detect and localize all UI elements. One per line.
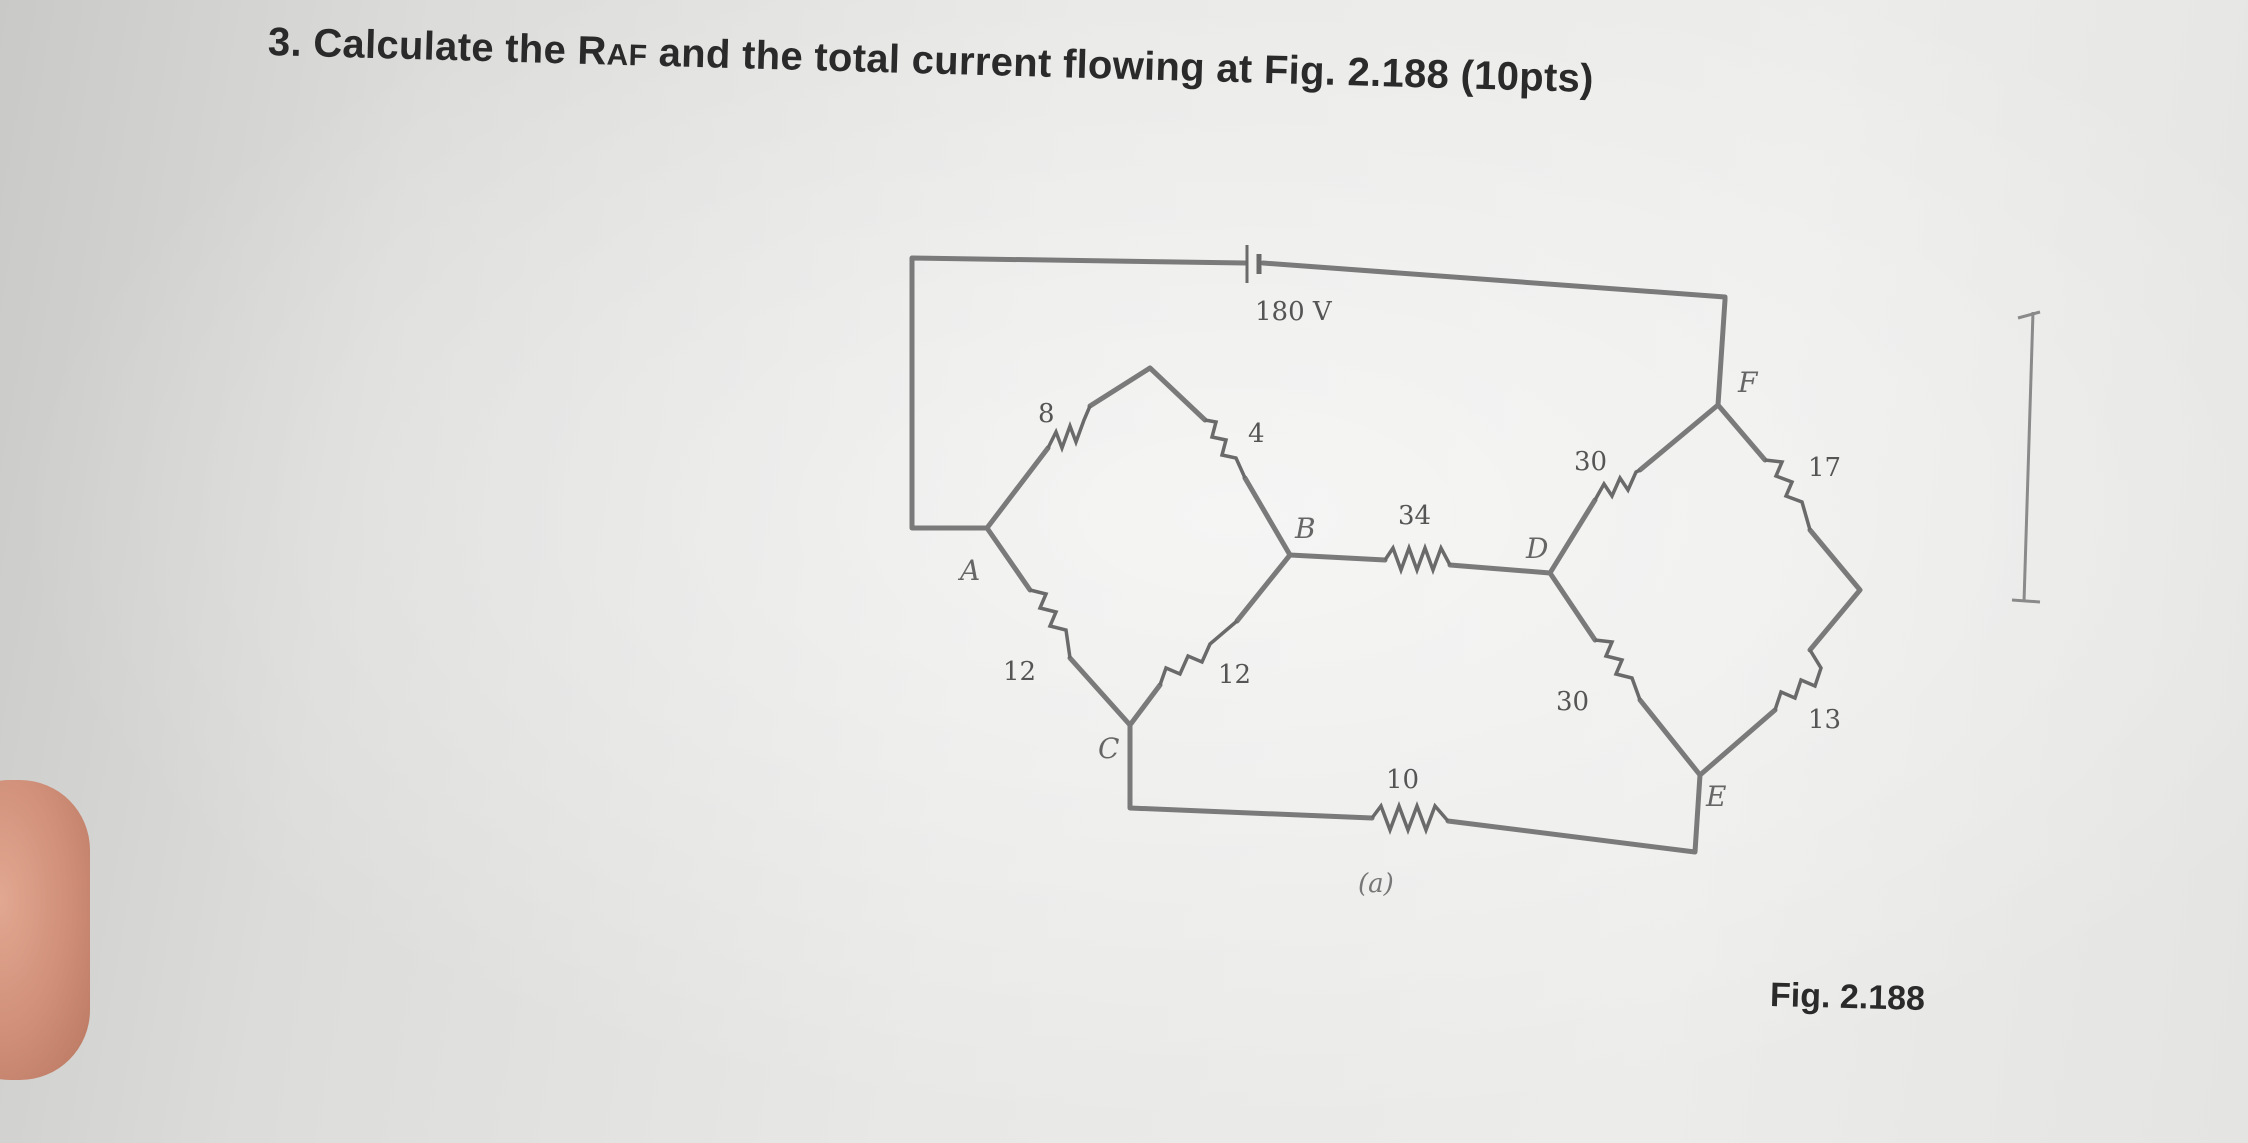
pen-mark <box>2011 310 2041 604</box>
wire-df <box>1637 402 1721 473</box>
figure-caption: Fig. 2.188 <box>1769 975 1926 1019</box>
label-r34: 34 <box>1398 501 1431 531</box>
wire-a-top <box>984 445 1051 531</box>
label-r30-top: 30 <box>1574 447 1607 477</box>
wire-e-right <box>1697 707 1778 778</box>
node-e: E <box>1705 780 1726 813</box>
wire-b-down <box>1234 552 1293 624</box>
resistor-12-right <box>1158 619 1239 686</box>
resistor-8 <box>1046 405 1092 454</box>
wire-b-d-2 <box>1447 562 1553 576</box>
resistor-12-left <box>1029 588 1072 659</box>
label-r13: 13 <box>1808 705 1841 735</box>
wire-b-d <box>1287 552 1388 563</box>
finger-photo-edge <box>0 780 90 1080</box>
resistor-34 <box>1383 542 1452 576</box>
label-r8: 8 <box>1038 399 1055 429</box>
label-r12-right: 12 <box>1218 660 1251 690</box>
label-r12-left: 12 <box>1003 657 1036 687</box>
label-r30-bottom: 30 <box>1556 687 1589 717</box>
wire-top-left-corner <box>1087 365 1208 423</box>
wire-d-down <box>1547 570 1598 643</box>
wire-right-corner <box>1807 527 1863 653</box>
wire-f-right <box>1715 402 1768 463</box>
resistor-30-bottom <box>1594 638 1642 701</box>
node-d: D <box>1525 532 1548 565</box>
source-label: 180 V <box>1255 297 1333 327</box>
resistor-4 <box>1204 418 1247 479</box>
node-f: F <box>1737 366 1759 399</box>
resistor-30-top <box>1593 468 1641 501</box>
node-c: C <box>1098 732 1119 765</box>
wire-a-bottom <box>984 525 1033 593</box>
resistor-10 <box>1370 801 1450 835</box>
resistor-13 <box>1773 649 1823 711</box>
wire-to-b <box>1242 475 1293 558</box>
wire-top <box>1260 260 1728 408</box>
wire-left-loop <box>909 255 1248 531</box>
wire-d-up <box>1547 497 1598 576</box>
resistor-17 <box>1764 458 1812 531</box>
label-r10: 10 <box>1386 765 1419 795</box>
node-a: A <box>957 554 980 587</box>
battery-symbol <box>1245 245 1262 283</box>
wire-c <box>1067 655 1163 728</box>
wire-c-e <box>1127 722 1375 821</box>
wire-de <box>1637 697 1703 778</box>
node-b: B <box>1294 512 1316 545</box>
figure-subcaption: (a) <box>1358 869 1394 899</box>
label-r4: 4 <box>1248 419 1265 449</box>
label-r17: 17 <box>1808 453 1841 483</box>
wire-c-e-2 <box>1445 772 1703 855</box>
